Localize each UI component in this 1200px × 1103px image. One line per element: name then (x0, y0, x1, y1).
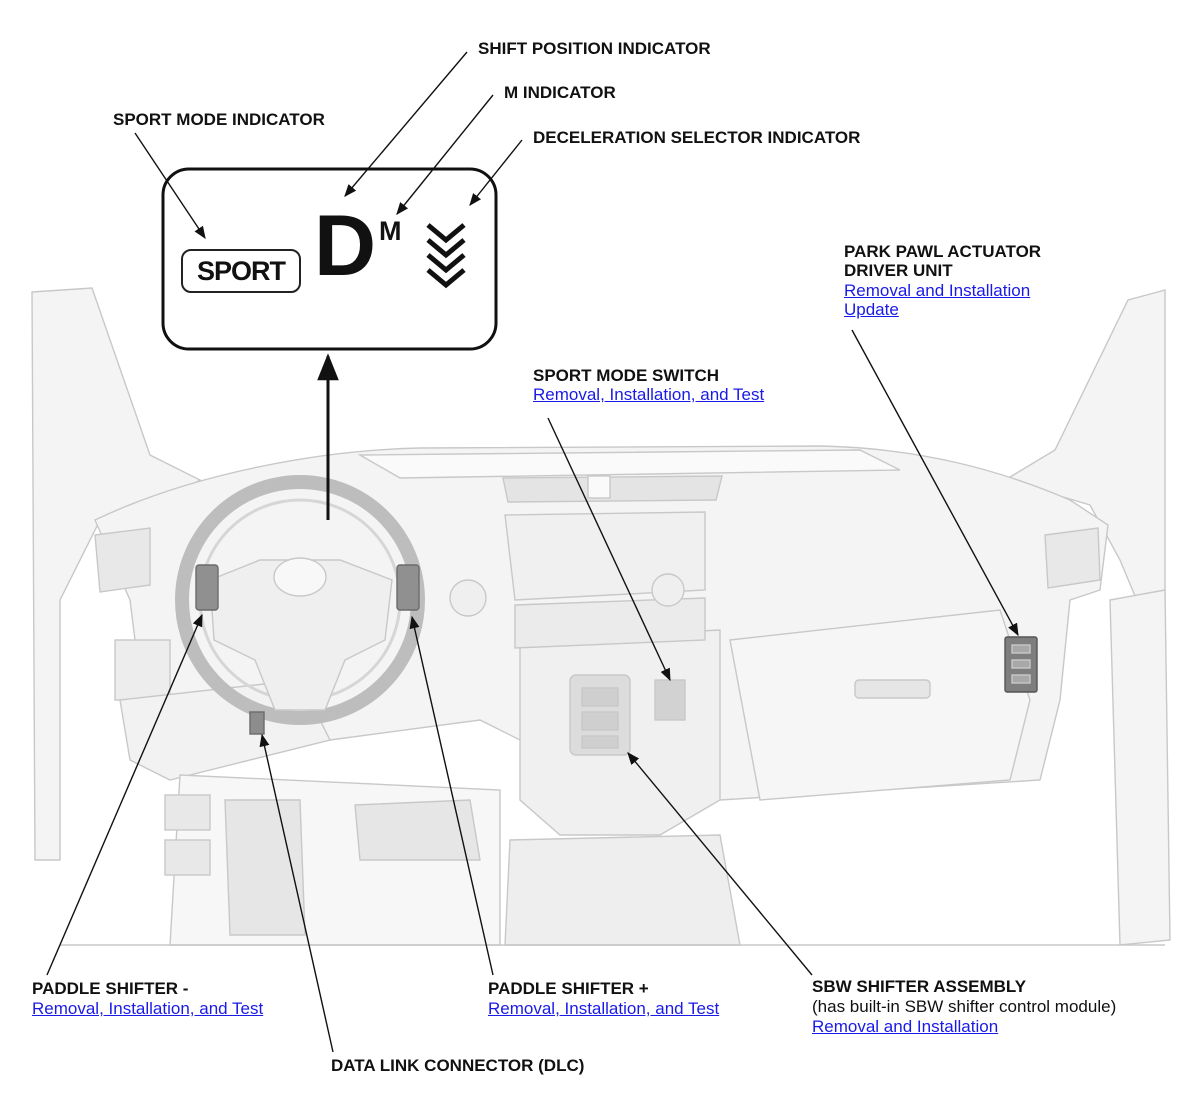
leader-shift-position (344, 51, 468, 197)
leader-paddle-minus (46, 613, 203, 976)
link-park-pawl-update[interactable]: Update (844, 300, 899, 319)
leader-sport-indicator (134, 132, 206, 240)
link-paddle-shifter-plus[interactable]: Removal, Installation, and Test (488, 999, 720, 1018)
note-sbw-control-module: (has built-in SBW shifter control module… (812, 997, 1117, 1016)
link-sbw-shifter-removal[interactable]: Removal and Installation (812, 1017, 999, 1036)
leader-dlc (259, 733, 334, 1053)
leader-sport-switch (547, 417, 671, 682)
leader-park-pawl (851, 329, 1019, 637)
label-sbw-shifter-assembly: SBW SHIFTER ASSEMBLY (812, 977, 1027, 996)
deceleration-chevron-icon (426, 223, 466, 289)
label-paddle-shifter-plus: PADDLE SHIFTER + (488, 979, 649, 998)
label-shift-position-indicator: SHIFT POSITION INDICATOR (478, 39, 711, 58)
sport-indicator-badge: SPORT (181, 249, 301, 293)
label-sport-mode-switch: SPORT MODE SWITCH (533, 366, 720, 385)
m-indicator-glyph: M (379, 216, 402, 246)
label-driver-unit: DRIVER UNIT (844, 261, 953, 280)
indicator-display-box (161, 167, 498, 351)
label-paddle-shifter-minus: PADDLE SHIFTER - (32, 979, 189, 998)
shift-position-glyph: D (314, 198, 377, 294)
label-sport-mode-indicator: SPORT MODE INDICATOR (113, 110, 325, 129)
label-park-pawl-actuator: PARK PAWL ACTUATOR (844, 242, 1042, 261)
label-m-indicator: M INDICATOR (504, 83, 616, 102)
label-data-link-connector: DATA LINK CONNECTOR (DLC) (331, 1056, 585, 1075)
label-deceleration-selector-indicator: DECELERATION SELECTOR INDICATOR (533, 128, 861, 147)
leader-m-indicator (396, 94, 494, 215)
link-sport-mode-switch[interactable]: Removal, Installation, and Test (533, 385, 765, 404)
leader-decel-indicator (469, 139, 523, 206)
leader-sbw-shifter (627, 752, 813, 976)
link-paddle-shifter-minus[interactable]: Removal, Installation, and Test (32, 999, 264, 1018)
leader-paddle-plus (409, 615, 494, 976)
link-park-pawl-removal[interactable]: Removal and Installation (844, 281, 1031, 300)
vehicle-interior-drawing (31, 287, 1171, 946)
